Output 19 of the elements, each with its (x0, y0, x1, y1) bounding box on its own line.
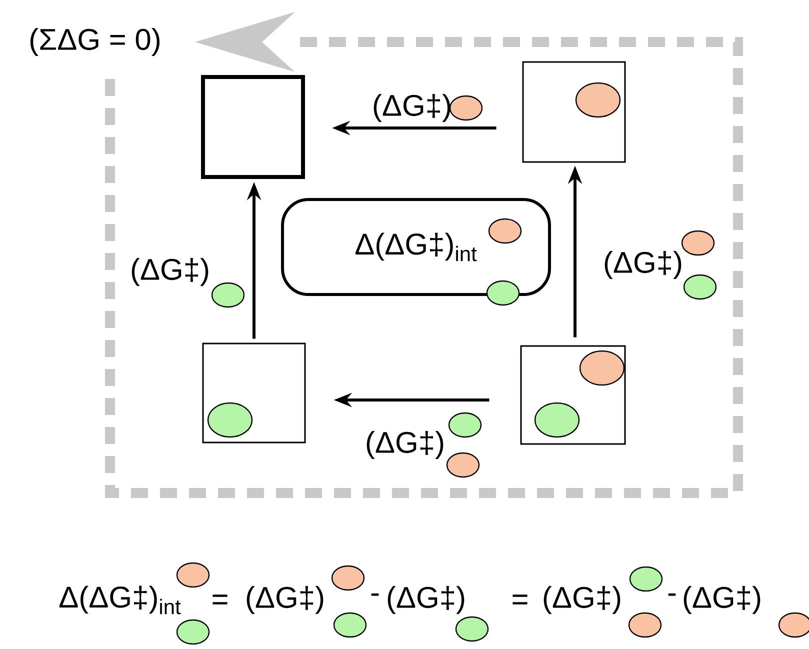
formula-text: - (371, 593, 379, 596)
formula-text: (ΔG‡) (246, 586, 324, 614)
square-box (522, 61, 626, 163)
square-box (520, 345, 626, 445)
formula-text: - (668, 593, 676, 596)
square-box (201, 75, 305, 179)
formula-text: = (512, 594, 528, 604)
formula-text: Δ(ΔG‡)$_{int}$ (60, 586, 181, 614)
square-box (202, 342, 306, 444)
formula-text: (ΣΔG = 0) (30, 28, 160, 56)
formula-text: (ΔG‡) (544, 586, 620, 614)
formula-text: = (212, 594, 228, 604)
edge-label: (ΔG‡) (366, 431, 444, 459)
edge-label: (ΔG‡) (374, 94, 450, 122)
edge-label: (ΔG‡) (604, 251, 682, 279)
edge-label: (ΔG‡) (132, 258, 208, 286)
rounded-box: Δ(ΔG‡)$_{int}$ (281, 198, 551, 296)
formula-text: (ΔG‡) (684, 586, 760, 614)
formula-text: (ΔG‡) (388, 586, 464, 614)
